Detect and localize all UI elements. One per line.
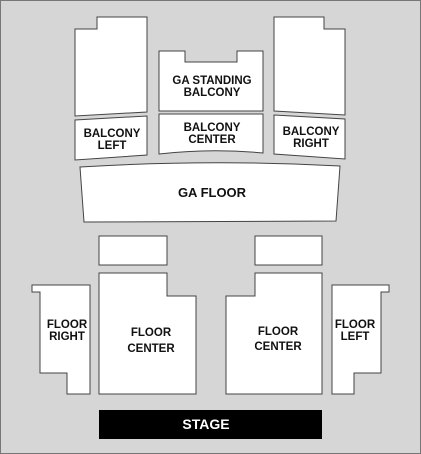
- section-label: BALCONY: [84, 128, 141, 140]
- section-label: GA FLOOR: [178, 185, 247, 200]
- section-label: FLOOR: [131, 327, 172, 339]
- stage-label: STAGE: [182, 416, 229, 432]
- section-balcony-center[interactable]: BALCONY CENTER: [158, 113, 264, 155]
- section-label: RIGHT: [49, 331, 85, 343]
- section-floor-left[interactable]: FLOOR LEFT: [331, 284, 390, 395]
- section-floor-center-right[interactable]: FLOOR CENTER: [225, 272, 323, 395]
- section-label: LEFT: [98, 140, 127, 152]
- floor-box-left-section[interactable]: [98, 235, 168, 266]
- section-balcony-right[interactable]: BALCONY RIGHT: [273, 114, 346, 160]
- section-label: BALCONY: [184, 87, 241, 99]
- section-ga-floor[interactable]: GA FLOOR: [79, 162, 341, 223]
- section-floor-center-left[interactable]: FLOOR CENTER: [98, 272, 197, 395]
- section-label: BALCONY: [283, 126, 340, 138]
- section-label: CENTER: [254, 341, 302, 353]
- section-label: FLOOR: [258, 326, 299, 338]
- section-label: FLOOR: [335, 319, 376, 331]
- section-label: RIGHT: [293, 138, 329, 150]
- floor-box-right-section[interactable]: [254, 235, 323, 266]
- section-label: BALCONY: [184, 122, 241, 134]
- section-label: GA STANDING: [172, 75, 251, 87]
- upper-balcony-right-section[interactable]: [273, 16, 346, 116]
- section-label: CENTER: [127, 343, 175, 355]
- section-label: LEFT: [341, 331, 370, 343]
- section-label: CENTER: [188, 134, 236, 146]
- section-label: FLOOR: [47, 319, 88, 331]
- section-floor-right[interactable]: FLOOR RIGHT: [31, 284, 91, 395]
- upper-balcony-left-section[interactable]: [74, 16, 148, 117]
- section-balcony-left[interactable]: BALCONY LEFT: [74, 115, 148, 161]
- section-ga-standing-balcony[interactable]: GA STANDING BALCONY: [158, 50, 264, 112]
- stage: STAGE: [99, 410, 322, 439]
- stage-block: [99, 410, 322, 439]
